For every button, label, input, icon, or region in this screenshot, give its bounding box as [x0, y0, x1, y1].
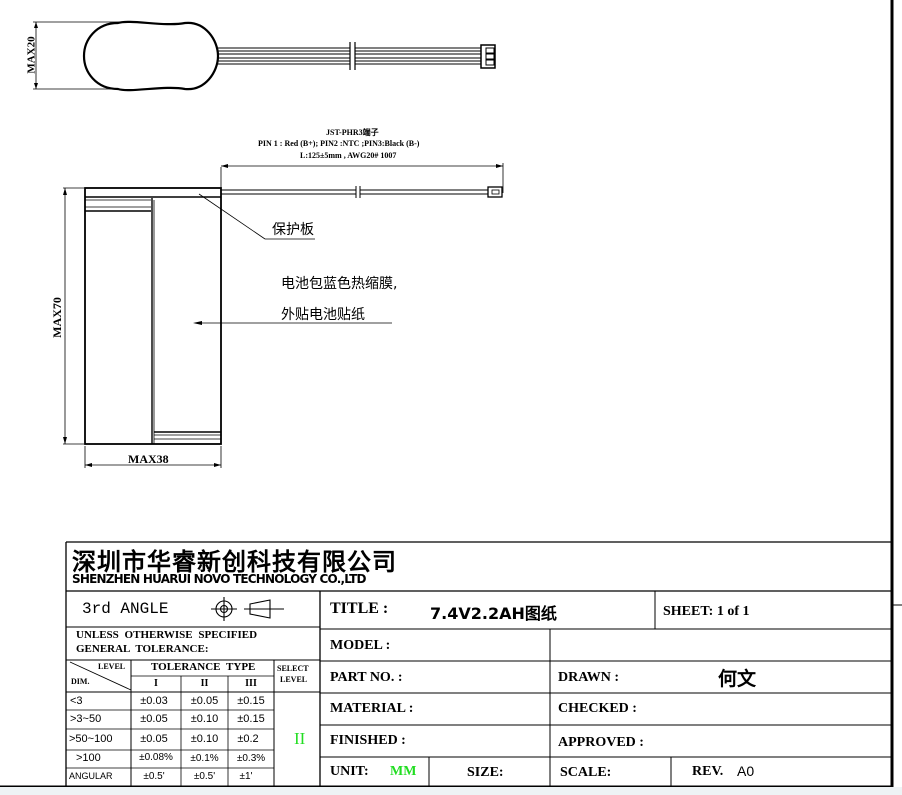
row-dim: >3~50 — [70, 713, 102, 725]
material-label: MATERIAL : — [330, 701, 414, 716]
row-dim: ANGULAR — [69, 771, 113, 781]
row-value: ±0.10 — [190, 713, 219, 725]
finished-label: FINISHED : — [330, 733, 406, 748]
projection-label: 3rd ANGLE — [82, 600, 169, 618]
row-value: ±0.05 — [140, 733, 168, 745]
battery-pack-outline — [82, 20, 220, 92]
row-value: ±0.05 — [190, 695, 219, 707]
col-header-2: II — [200, 678, 209, 689]
row-value: ±0.03 — [140, 695, 168, 707]
wrap-note-line1: 电池包蓝色热缩膜, — [281, 276, 398, 292]
wrap-note-line2: 外贴电池贴纸 — [281, 307, 365, 323]
row-dim: >50~100 — [69, 733, 113, 745]
row-dim: <3 — [70, 695, 83, 707]
row-value: ±0.1% — [190, 753, 219, 764]
checked-label: CHECKED : — [558, 701, 637, 716]
scale-label: SCALE: — [560, 765, 612, 780]
unit-label: UNIT: — [330, 764, 369, 779]
approved-label: APPROVED : — [558, 735, 644, 750]
row-value: ±1' — [239, 771, 253, 782]
top-view-height-dimension: MAX20 — [25, 36, 38, 74]
header-select-level: LEVEL — [280, 675, 308, 684]
row-value: ±0.5' — [143, 771, 165, 782]
drawn-by-value: 何文 — [718, 668, 757, 690]
header-tolerance-type: TOLERANCE TYPE — [151, 661, 256, 673]
row-value: ±0.15 — [237, 695, 265, 707]
part-no-label: PART NO. : — [330, 670, 403, 685]
row-value: ±0.2 — [237, 733, 259, 745]
jst-connector-top — [480, 44, 496, 69]
company-name-en: SHENZHEN HUARUI NOVO TECHNOLOGY CO.,LTD — [72, 572, 366, 586]
drawn-label: DRAWN : — [558, 670, 620, 685]
header-select: SELECT — [277, 664, 309, 673]
title-label: TITLE : — [330, 600, 389, 617]
company-name-cn: 深圳市华睿新创科技有限公司 — [72, 548, 397, 576]
model-label: MODEL : — [330, 638, 391, 653]
header-level: LEVEL — [98, 662, 126, 671]
row-value: ±0.05 — [140, 713, 168, 725]
bottom-strip — [0, 787, 902, 795]
row-value: ±0.3% — [236, 753, 266, 764]
side-view-width-dimension: MAX38 — [128, 452, 169, 466]
row-value: ±0.5' — [193, 771, 216, 782]
row-value: ±0.15 — [237, 713, 265, 725]
rev-label: REV. — [692, 764, 724, 779]
header-dim: DIM. — [71, 677, 90, 686]
row-dim: >100 — [76, 752, 101, 764]
row-value: ±0.08% — [139, 752, 173, 763]
size-label: SIZE: — [467, 765, 504, 780]
top-view — [33, 20, 496, 92]
drawing-title: 7.4V2.2AH图纸 — [430, 604, 557, 623]
side-view — [63, 163, 504, 468]
third-angle-projection-icon — [211, 597, 284, 621]
unit-value: MM — [390, 764, 417, 779]
tolerance-note-line1: UNLESS OTHERWISE SPECIFIED — [76, 629, 258, 641]
selected-tolerance-level: II — [294, 729, 306, 748]
pcb-label: 保护板 — [272, 222, 314, 238]
tolerance-note-line2: GENERAL TOLERANCE: — [76, 643, 209, 655]
sheet-number: SHEET: 1 of 1 — [663, 604, 750, 619]
side-view-height-dimension: MAX70 — [49, 297, 64, 338]
col-header-3: III — [245, 678, 257, 689]
wire-spec: L:125±5mm , AWG20# 1007 — [300, 151, 397, 160]
battery-pack-side-outline — [84, 187, 222, 445]
row-value: ±0.10 — [190, 733, 219, 745]
rev-value: A0 — [737, 763, 755, 779]
pin-spec: PIN 1 : Red (B+); PIN2 :NTC ;PIN3:Black … — [258, 139, 420, 148]
col-header-1: I — [154, 678, 158, 689]
connector-title: JST-PHR3端子 — [326, 128, 379, 137]
